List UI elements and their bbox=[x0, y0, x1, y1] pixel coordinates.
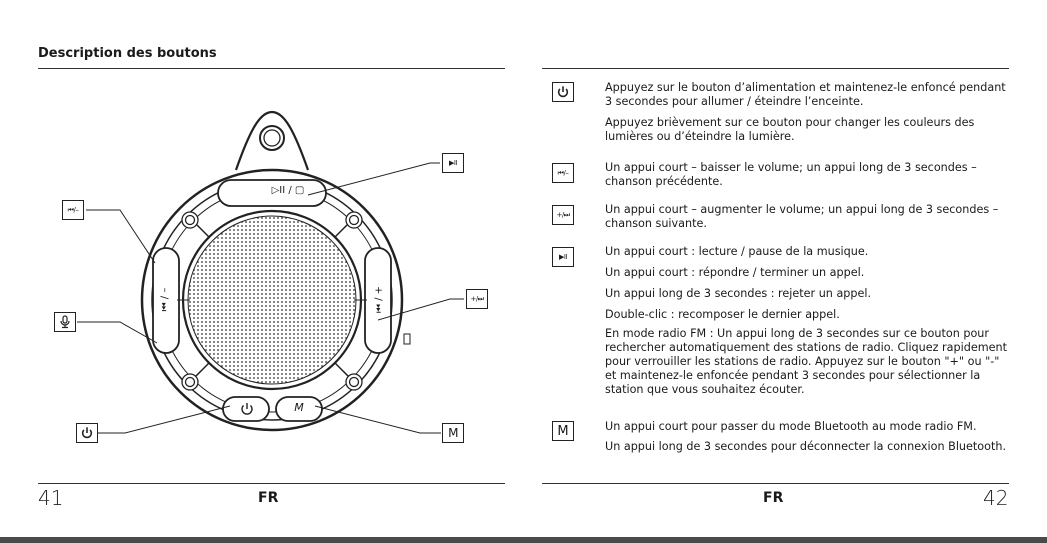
callout-play: ▶II bbox=[442, 153, 464, 173]
mode-desc-2: Un appui long de 3 secondes pour déconne… bbox=[605, 440, 1007, 453]
left-page-number: 41 bbox=[38, 486, 64, 510]
right-button-label: + / ⏭ bbox=[372, 285, 384, 314]
speaker-illustration bbox=[77, 110, 464, 434]
play-icon-box: ▶II bbox=[552, 247, 574, 267]
left-footer-rule bbox=[38, 483, 505, 484]
play-icon-label: ▶II bbox=[558, 253, 568, 261]
heading-rule bbox=[38, 68, 505, 69]
callout-prev: ⏮/– bbox=[62, 200, 84, 220]
page-heading: Description des boutons bbox=[38, 46, 217, 61]
right-language-label: FR bbox=[763, 490, 784, 506]
play-desc-2: Un appui court : répondre / terminer un … bbox=[605, 266, 865, 279]
power-icon-box bbox=[552, 82, 574, 102]
speaker-diagram: ▷II / ▢ ⏮ / – + / ⏭ M ⏮/– ▶II +/⏭ M bbox=[40, 100, 510, 470]
callout-prev-label: ⏮/– bbox=[67, 205, 79, 214]
next-icon-box: +/⏭ bbox=[552, 205, 574, 225]
mode-icon-label: M bbox=[557, 423, 569, 439]
play-desc-3: Un appui long de 3 secondes : rejeter un… bbox=[605, 287, 872, 300]
right-top-rule bbox=[542, 68, 1009, 69]
power-icon bbox=[81, 427, 93, 439]
mode-desc-1: Un appui court pour passer du mode Bluet… bbox=[605, 420, 977, 433]
prev-desc: Un appui court – baisser le volume; un a… bbox=[605, 161, 977, 188]
callout-mic bbox=[54, 312, 76, 332]
left-language-label: FR bbox=[258, 490, 279, 506]
right-page-number: 42 bbox=[983, 486, 1009, 510]
microphone-icon bbox=[60, 315, 70, 329]
play-desc-4: Double-clic : recomposer le dernier appe… bbox=[605, 308, 840, 321]
next-icon-label: +/⏭ bbox=[556, 210, 570, 219]
callout-power bbox=[76, 423, 98, 443]
power-desc-2: Appuyez brièvement sur ce bouton pour ch… bbox=[605, 116, 975, 143]
left-button-label: ⏮ / – bbox=[159, 287, 171, 312]
prev-icon-label: ⏮/– bbox=[557, 168, 569, 177]
prev-icon-box: ⏮/– bbox=[552, 163, 574, 183]
power-desc-1: Appuyez sur le bouton d’alimentation et … bbox=[605, 81, 1006, 108]
play-desc-1: Un appui court : lecture / pause de la m… bbox=[605, 245, 869, 258]
callout-next-label: +/⏭ bbox=[470, 294, 484, 303]
mode-button-label: M bbox=[294, 401, 304, 414]
callout-mode: M bbox=[442, 423, 464, 443]
power-button-icon bbox=[239, 401, 255, 417]
power-icon bbox=[557, 86, 569, 98]
top-button-label: ▷II / ▢ bbox=[271, 185, 305, 196]
right-footer-rule bbox=[542, 483, 1009, 484]
callout-play-label: ▶II bbox=[448, 159, 458, 167]
callout-next: +/⏭ bbox=[466, 289, 488, 309]
play-desc-5: En mode radio FM : Un appui long de 3 se… bbox=[605, 327, 1007, 396]
callout-mode-label: M bbox=[448, 426, 458, 440]
bottom-edge-bar bbox=[0, 537, 1047, 543]
mode-icon-box: M bbox=[552, 421, 574, 441]
next-desc: Un appui court – augmenter le volume; un… bbox=[605, 203, 999, 230]
